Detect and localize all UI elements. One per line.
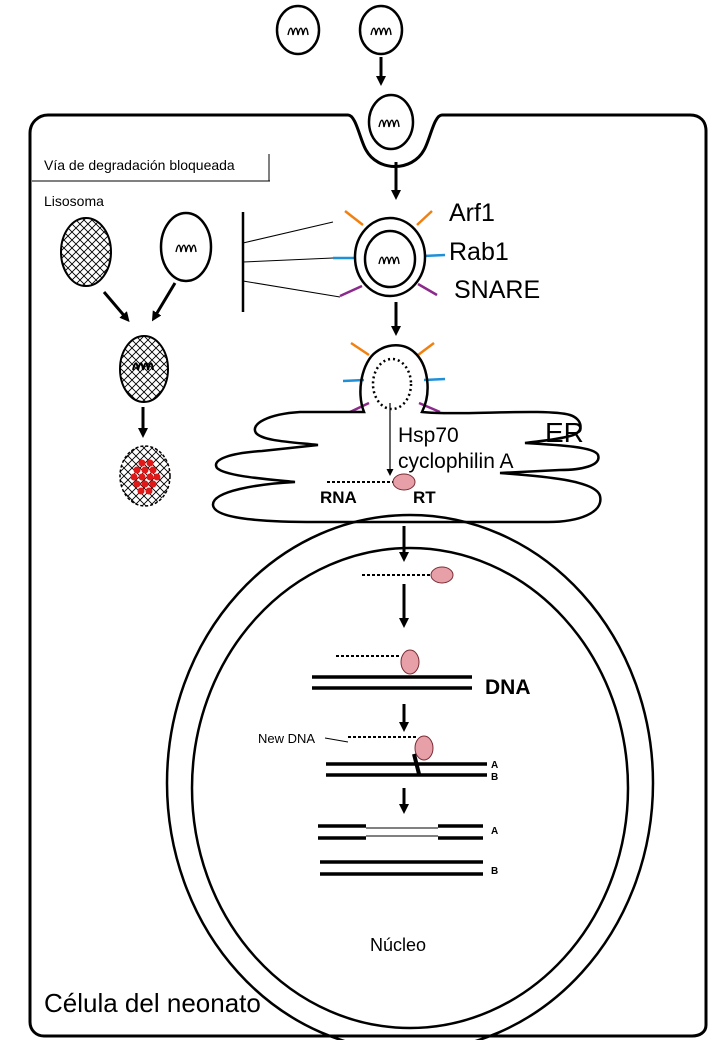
degraded-lysosome <box>119 445 171 507</box>
strand-b-label: B <box>491 772 498 783</box>
nick-mark <box>412 753 421 775</box>
rt-enzyme <box>392 473 416 491</box>
dna-label: DNA <box>485 676 531 699</box>
coil-icon <box>132 362 154 371</box>
coil-icon <box>378 119 400 128</box>
new-dna-label: New DNA <box>258 731 315 746</box>
pointer-rab1 <box>242 257 334 263</box>
nuclear-envelope-outer <box>165 513 655 1040</box>
lysosome-label: Lisosoma <box>44 193 104 209</box>
coated-vesicle <box>333 210 446 298</box>
arf1-marker <box>417 342 435 356</box>
arrow-lysosome-fusion <box>102 291 130 323</box>
coil-icon <box>287 27 309 36</box>
pointer-arf1 <box>242 221 334 244</box>
er-membrane <box>211 344 602 524</box>
rt-enzyme-new-dna <box>414 735 434 761</box>
er-label: ER <box>545 417 584 448</box>
snare-marker <box>349 401 370 414</box>
strand-a-label-2: A <box>491 826 498 837</box>
rt-label: RT <box>413 488 436 507</box>
extracellular-vesicle-2 <box>358 4 404 56</box>
strand-a-label: A <box>491 760 498 771</box>
rt-enzyme-nuclear <box>430 566 454 584</box>
snare-marker <box>339 284 363 298</box>
rab1-marker <box>422 253 446 258</box>
arf1-marker <box>350 341 370 357</box>
arf1-marker <box>416 210 433 226</box>
snare-marker <box>418 401 441 414</box>
dotted-capsid <box>371 357 413 411</box>
snare-marker <box>417 282 438 297</box>
endocytic-vesicle <box>367 93 415 151</box>
strand-b-label-2: B <box>491 866 498 877</box>
arf1-label: Arf1 <box>449 199 495 227</box>
er-docked-vesicle <box>342 341 446 414</box>
coil-icon <box>378 256 400 265</box>
coil-icon <box>370 27 392 36</box>
nuclear-envelope-inner <box>190 546 630 1030</box>
arrow-vesicle-fusion <box>151 282 177 322</box>
vesicle-blocked <box>159 211 213 283</box>
fused-lysosome <box>119 335 169 403</box>
cyclophilin-label: cyclophilin A <box>398 450 514 473</box>
cell-membrane <box>28 113 708 1038</box>
hsp70-label: Hsp70 <box>398 424 459 447</box>
lysosome <box>60 217 112 287</box>
rab1-label: Rab1 <box>449 238 509 266</box>
rna-label: RNA <box>320 488 357 507</box>
pointer-snare <box>242 280 341 298</box>
blocked-pathway-label: Vía de degradación bloqueada <box>44 157 235 173</box>
coil-icon <box>175 244 197 253</box>
arf1-marker <box>344 210 364 226</box>
extracellular-vesicle-1 <box>275 4 321 56</box>
snare-label: SNARE <box>454 276 540 304</box>
new-dna-pointer <box>324 737 349 743</box>
nucleus-label: Núcleo <box>370 935 426 955</box>
cell-label: Célula del neonato <box>44 988 261 1018</box>
rt-enzyme-dna <box>400 649 420 675</box>
